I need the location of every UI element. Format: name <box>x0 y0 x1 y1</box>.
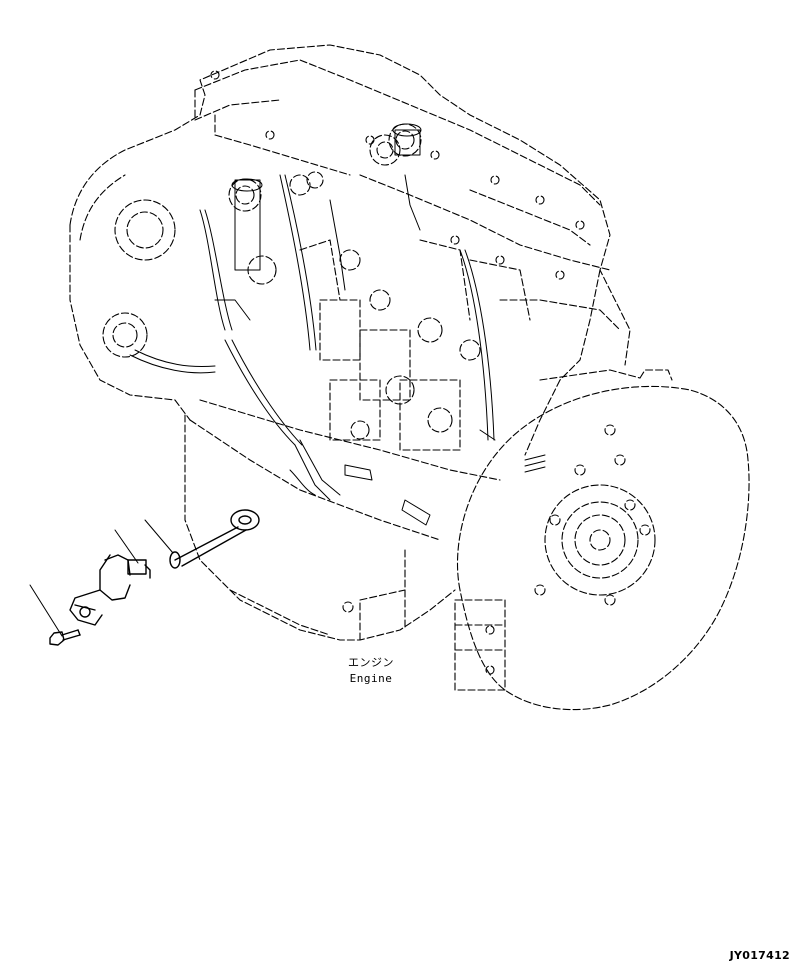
leader-lines <box>29 519 174 637</box>
drawing-id: JY017412 <box>729 949 790 962</box>
engine-outline <box>69 44 750 711</box>
engine-detail-lines <box>129 123 546 526</box>
engine-label-japanese: エンジン <box>348 656 394 669</box>
dipstick-tube-assembly <box>69 509 260 626</box>
engine-label-english: Engine <box>349 672 393 685</box>
engine-callout: エンジン Engine <box>336 655 406 687</box>
bolt <box>49 629 81 646</box>
